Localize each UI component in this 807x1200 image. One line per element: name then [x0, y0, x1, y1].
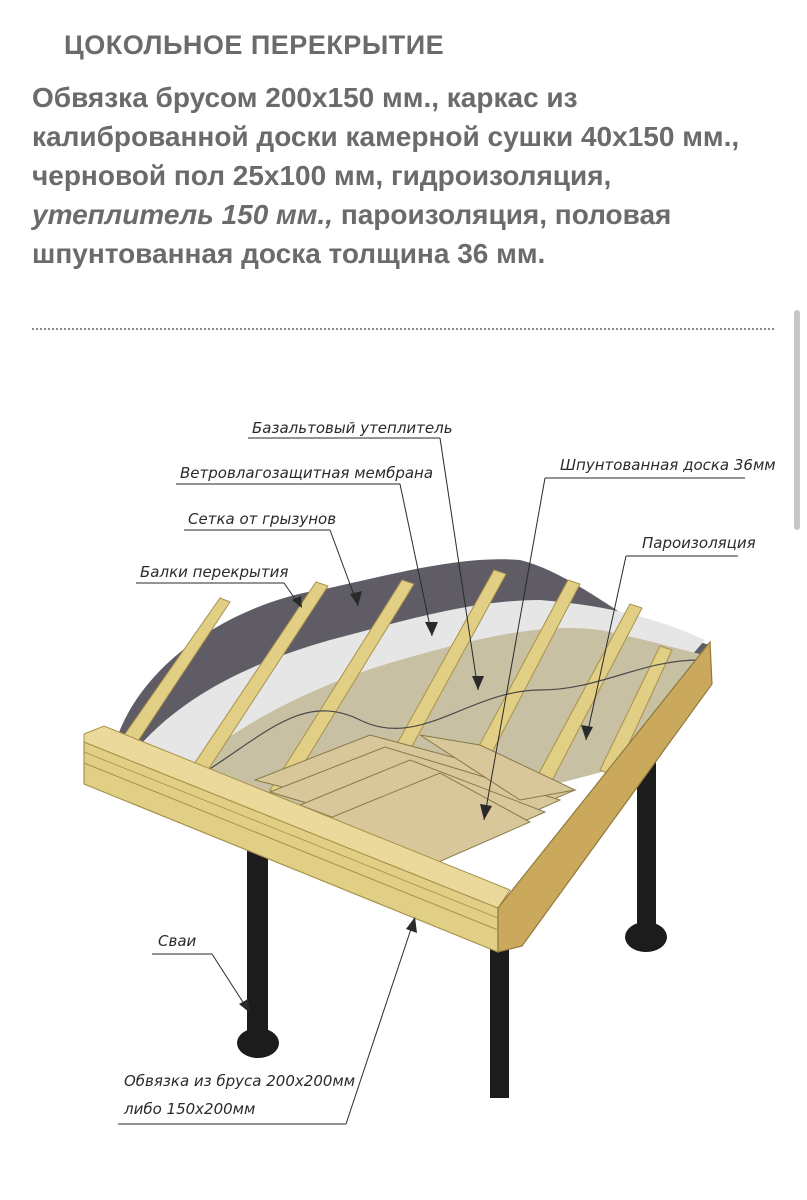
frame-seam: [83, 762, 499, 931]
arrow-vapor-barrier: [581, 725, 593, 740]
label-strapping-1: Обвязка из бруса 200х200мм: [124, 1072, 355, 1090]
arrow-beams: [292, 596, 302, 608]
label-rodent-mesh: Сетка от грызунов: [188, 510, 336, 528]
vapor-barrier-line: [191, 659, 701, 781]
dotted-divider: [32, 328, 774, 330]
leader-membrane: [399, 483, 433, 637]
label-insulation: Базальтовый утеплитель: [252, 419, 453, 437]
floor-boards: [253, 734, 577, 869]
label-strapping-2: либо 150х200мм: [123, 1100, 255, 1118]
board-top: [419, 734, 577, 801]
label-vapor-barrier: Пароизоляция: [642, 534, 756, 552]
scrollbar[interactable]: [794, 310, 800, 530]
arrow-piles: [239, 999, 250, 1013]
arrow-insulation: [472, 676, 484, 690]
pile-right: [637, 742, 656, 937]
label-membrane: Ветровлагозащитная мембрана: [180, 464, 433, 482]
page-title: ЦОКОЛЬНОЕ ПЕРЕКРЫТИЕ: [64, 30, 445, 60]
arrow-strapping: [406, 917, 417, 933]
arrow-membrane: [425, 622, 438, 636]
label-beams: Балки перекрытия: [140, 563, 288, 581]
leader-tongue-board: [483, 477, 546, 821]
description-text-end: пароизоляция, половая шпунтованная доска…: [32, 199, 672, 269]
frame-top-face: [83, 725, 511, 909]
pile-front: [490, 940, 509, 1098]
label-piles: Сваи: [158, 932, 197, 950]
frame-right-face: [497, 640, 713, 953]
leader-piles: [211, 953, 249, 1011]
frame-seam: [83, 751, 499, 919]
strapping-frame: [83, 640, 713, 953]
arrow-tongue-board: [480, 804, 492, 820]
label-tongue-board: Шпунтованная доска 36мм: [560, 456, 776, 474]
description-italic: утеплитель 150 мм.,: [32, 199, 334, 230]
description: Обвязка брусом 200х150 мм., каркас из ка…: [32, 78, 762, 273]
diagram-labels: Базальтовый утеплитель Ветровлагозащитна…: [118, 419, 776, 1125]
arrow-rodent-mesh: [350, 591, 362, 606]
description-text: Обвязка брусом 200х150 мм., каркас из ка…: [32, 82, 740, 191]
leader-vapor-barrier: [585, 555, 627, 741]
piles: [237, 742, 667, 1098]
leader-strapping: [345, 919, 415, 1125]
leader-insulation: [439, 437, 479, 691]
pile-left: [247, 845, 268, 1043]
